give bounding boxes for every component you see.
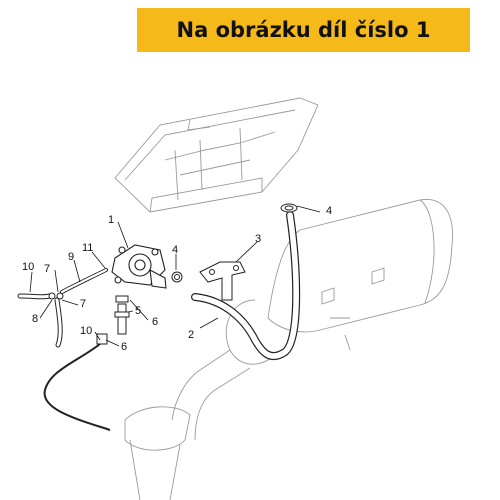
hose-fitting — [96, 295, 130, 345]
floor-pan — [114, 97, 319, 213]
banner-text: Na obrázku díl číslo 1 — [176, 18, 431, 42]
hose-clamp-top — [280, 203, 298, 213]
callout-6a: 6 — [152, 316, 158, 328]
callout-10b: 10 — [80, 325, 92, 337]
callout-1: 1 — [108, 214, 114, 226]
breather-tubes — [17, 268, 111, 431]
callout-6b: 6 — [121, 341, 127, 353]
water-pump — [111, 244, 167, 289]
callout-7b: 7 — [80, 298, 86, 310]
callout-labels: 1 2 3 4 4 5 6 6 7 7 8 9 10 10 11 — [22, 205, 332, 353]
callout-5: 5 — [135, 305, 141, 317]
callout-3: 3 — [255, 233, 261, 245]
callout-9: 9 — [68, 251, 74, 263]
exhaust-muffler — [124, 199, 453, 500]
part-number-banner: Na obrázku díl číslo 1 — [137, 8, 470, 52]
leader-lines — [29, 205, 321, 347]
callout-10a: 10 — [22, 261, 34, 273]
callout-7a: 7 — [44, 263, 50, 275]
callout-4a: 4 — [172, 244, 178, 256]
callout-11: 11 — [82, 242, 93, 254]
coolant-hose — [191, 211, 301, 361]
hose-clamp-mid — [171, 271, 183, 283]
callout-2: 2 — [188, 329, 194, 341]
callout-4b: 4 — [326, 205, 332, 217]
support-bracket — [199, 261, 246, 301]
callout-8: 8 — [32, 313, 38, 325]
